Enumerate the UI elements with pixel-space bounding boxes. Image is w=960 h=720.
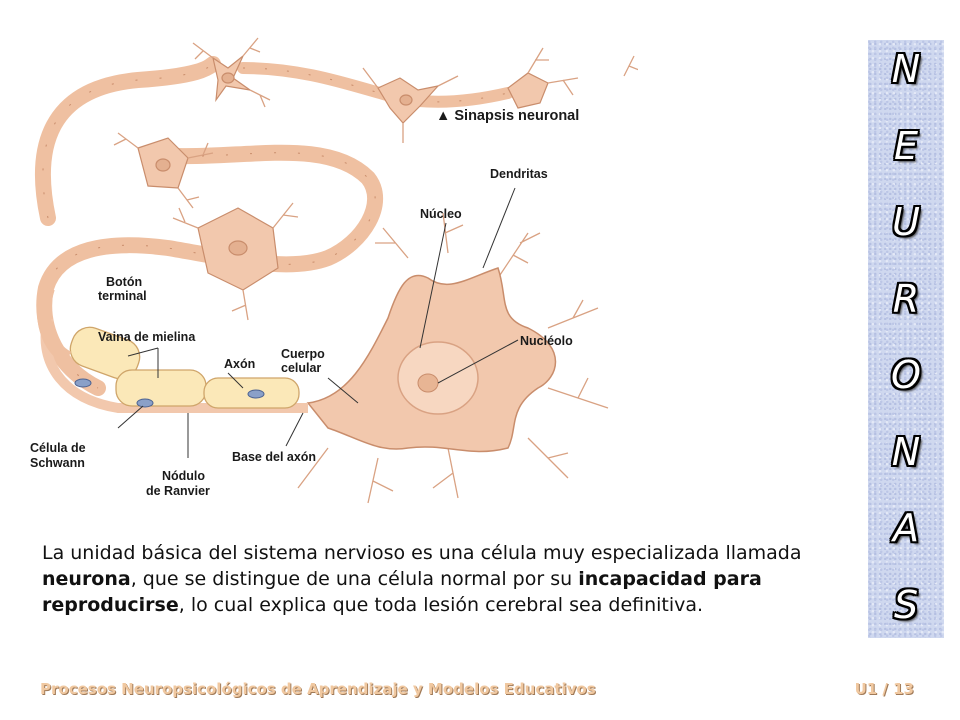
body-bold-neurona: neurona [42, 568, 131, 590]
label-cuerpo: Cuerpo [281, 347, 325, 361]
title-letter: N [891, 429, 921, 474]
title-letter: N [891, 47, 921, 91]
neuron-diagram: ▲ Sinapsis neuronal Dendritas Núcleo Bot… [28, 28, 638, 514]
title-letter: R [892, 276, 920, 321]
body-text-part: La unidad básica del sistema nervioso es… [42, 542, 802, 564]
label-terminal: terminal [98, 289, 147, 303]
label-vaina: Vaina de mielina [98, 330, 196, 344]
main-neuron [306, 267, 557, 453]
label-sinapsis: ▲ Sinapsis neuronal [436, 108, 579, 124]
body-paragraph: La unidad básica del sistema nervioso es… [42, 540, 832, 618]
label-nodulo: Nódulo [162, 469, 205, 483]
body-bold-incapacidad: incapacidad para reproducirse [42, 568, 762, 616]
label-schwann: Schwann [30, 456, 85, 470]
myelinated-axon [37, 285, 308, 413]
body-text-part: , que se distingue de una célula normal … [130, 568, 579, 590]
footer-page-number: U1 / 13 [854, 680, 914, 698]
footer-course-title: Procesos Neuropsicológicos de Aprendizaj… [40, 680, 596, 698]
dendrite-branches [113, 37, 638, 504]
label-nucleolo: Nucléolo [520, 334, 573, 348]
title-letter: E [893, 123, 918, 168]
title-letter: O [891, 353, 921, 398]
label-base-axon: Base del axón [232, 450, 316, 464]
vertical-title-band: N E U R O N A S [868, 40, 944, 638]
label-dendritas: Dendritas [490, 167, 548, 181]
label-boton: Botón [106, 275, 142, 289]
title-letter: A [893, 506, 919, 551]
title-letter: U [892, 200, 920, 245]
leader-lines [117, 187, 519, 458]
label-ranvier: de Ranvier [146, 484, 210, 498]
body-text-part: , lo cual explica que toda lesión cerebr… [178, 594, 704, 616]
label-celula: Célula de [30, 441, 86, 455]
label-axon: Axón [224, 357, 255, 371]
small-neurons [137, 55, 549, 291]
label-nucleo: Núcleo [420, 207, 462, 221]
neuron-illustration: ▲ Sinapsis neuronal Dendritas Núcleo Bot… [30, 37, 638, 504]
title-letter: S [893, 582, 919, 627]
label-celular: celular [281, 361, 321, 375]
